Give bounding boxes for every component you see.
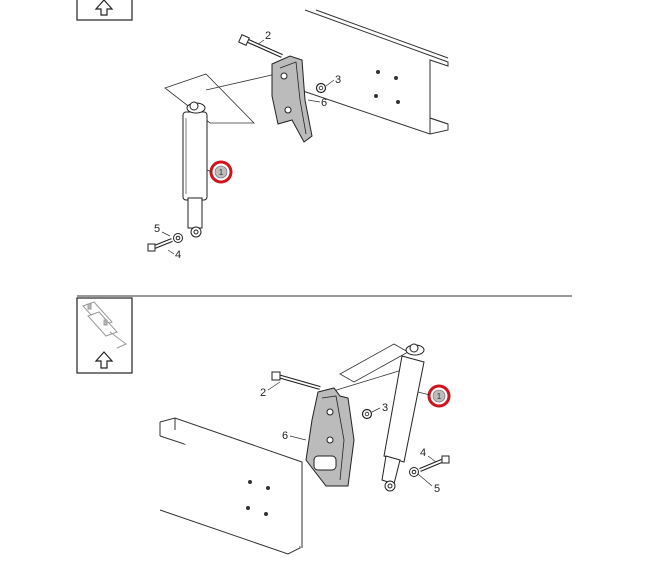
upper-callouts: 2 3 6 5 4 <box>154 30 341 261</box>
up-arrow-icon <box>94 0 114 16</box>
upper-callout-6: 6 <box>321 97 327 109</box>
upper-orientation-box <box>76 0 133 21</box>
lower-shock-absorber <box>381 343 425 492</box>
lower-view: 1 2 3 6 4 5 <box>76 297 451 555</box>
lower-callout-6: 6 <box>282 430 288 442</box>
upper-bracket <box>271 55 313 143</box>
upper-callout-2: 2 <box>265 30 271 42</box>
lower-bolt <box>271 371 321 390</box>
upper-frame-rail <box>299 9 449 135</box>
upper-callout-3: 3 <box>335 74 341 86</box>
front-direction-arrow-icon <box>94 351 114 369</box>
lower-callouts: 2 3 6 4 5 <box>260 381 440 495</box>
upper-view: 1 2 3 6 5 4 <box>76 0 449 261</box>
upper-mounting-plane <box>164 73 277 124</box>
lower-callout-1: 1 <box>437 392 442 401</box>
lower-frame-rail <box>159 417 303 555</box>
lower-callout-2: 2 <box>260 387 266 399</box>
upper-callout-4: 4 <box>175 249 181 261</box>
lower-highlight-marker: 1 <box>427 384 451 408</box>
upper-bolt <box>238 34 283 58</box>
vehicle-orientation-icon <box>82 301 127 349</box>
lower-callout-5: 5 <box>434 483 440 495</box>
upper-lower-bolt <box>147 238 173 252</box>
upper-callout-1: 1 <box>219 168 224 177</box>
upper-highlight-marker: 1 <box>209 160 233 184</box>
upper-callout-5: 5 <box>154 223 160 235</box>
lower-nut <box>361 408 373 420</box>
lower-lower-bolt <box>419 455 450 472</box>
lower-mounting-plane <box>329 343 409 393</box>
upper-shock-absorber <box>182 101 208 238</box>
upper-washer <box>173 233 183 243</box>
upper-nut <box>315 82 327 94</box>
lower-washer <box>409 467 419 477</box>
lower-callout-4: 4 <box>420 447 426 459</box>
lower-bracket <box>305 387 355 487</box>
lower-orientation-box <box>76 297 133 374</box>
lower-callout-3: 3 <box>382 402 388 414</box>
